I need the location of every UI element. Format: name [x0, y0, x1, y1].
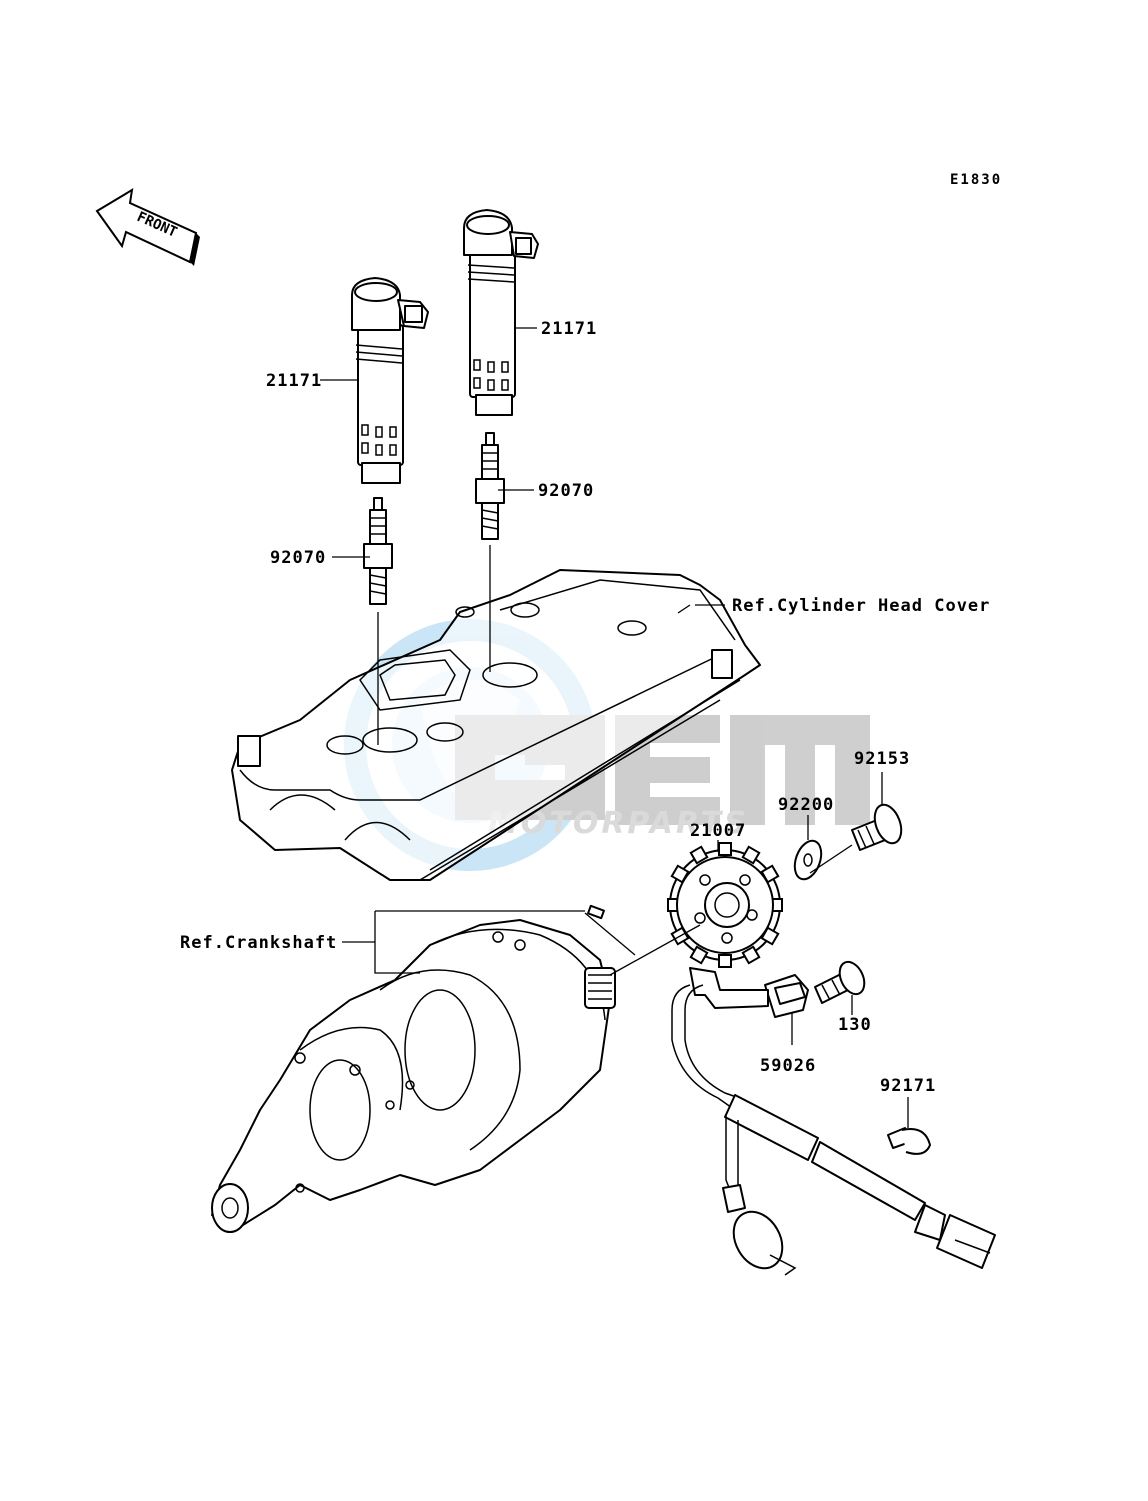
callout-washer: 92200 [778, 795, 834, 815]
cylinder-head-cover [231, 569, 761, 881]
crankshaft [211, 904, 616, 1233]
diagram-code: E1830 [950, 172, 1002, 188]
washer [793, 839, 823, 881]
timing-rotor [667, 842, 783, 968]
ignition-coil-left [351, 277, 429, 484]
callout-coil-right: 21171 [541, 319, 597, 339]
ignition-coil-right [463, 209, 539, 416]
wire-harness [671, 984, 996, 1276]
callout-rotor: 21007 [690, 821, 746, 841]
callout-plug-left: 92070 [270, 548, 326, 568]
sensor-bolt [814, 960, 866, 1004]
callout-coil-left: 21171 [266, 371, 322, 391]
spark-plug-right [475, 432, 505, 540]
callout-crankshaft: Ref.Crankshaft [180, 933, 337, 953]
rotor-bolt [851, 803, 903, 851]
crank-sensor [689, 967, 809, 1018]
spark-plug-left [363, 497, 393, 605]
callout-sensor: 59026 [760, 1056, 816, 1076]
callout-head-cover: Ref.Cylinder Head Cover [732, 596, 990, 616]
callout-bolt-sensor: 130 [838, 1015, 872, 1035]
callout-bolt-rotor: 92153 [854, 749, 910, 769]
callout-plug-right: 92070 [538, 481, 594, 501]
front-arrow-icon: FRONT [95, 188, 200, 266]
leader-lines [320, 327, 909, 1128]
callout-clamp: 92171 [880, 1076, 936, 1096]
cable-clamp [887, 1127, 931, 1155]
